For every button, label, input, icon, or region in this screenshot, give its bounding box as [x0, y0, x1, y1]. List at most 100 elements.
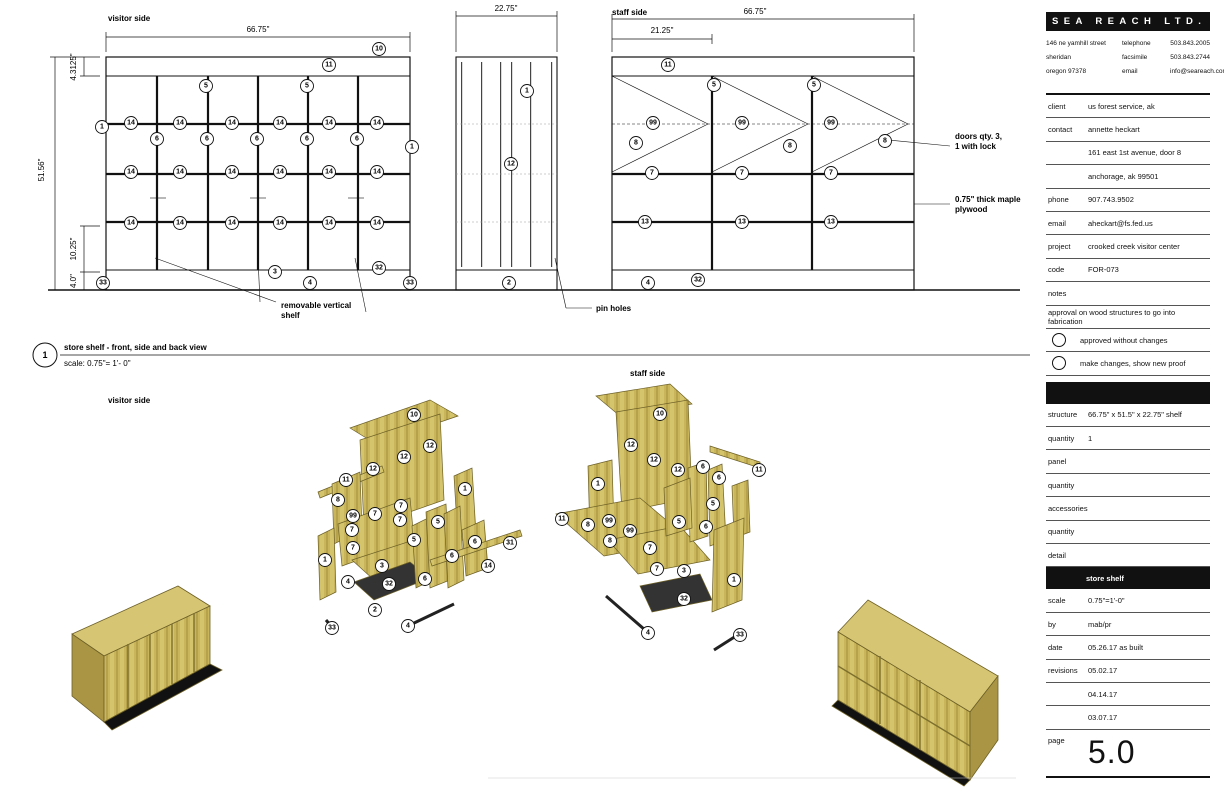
note-removable-line2: shelf	[281, 311, 300, 320]
callout-circle	[346, 509, 360, 523]
callout-number: 13	[641, 219, 649, 226]
callout-number: 32	[385, 581, 393, 588]
radio-circle-icon[interactable]	[1052, 333, 1066, 348]
callout-bubble: 14	[481, 559, 495, 573]
callout-number: 12	[674, 467, 682, 474]
callout-number: 1	[100, 124, 104, 131]
page-row: page 5.0	[1046, 730, 1210, 778]
callout-circle	[418, 572, 432, 586]
client-key: client	[1048, 101, 1066, 111]
callout-circle	[647, 453, 661, 467]
spec-key: quantity	[1048, 433, 1075, 443]
meta-key: revisions	[1048, 666, 1078, 676]
callout-circle	[322, 58, 336, 72]
callout-circle	[504, 157, 518, 171]
callout-number: 11	[664, 62, 672, 69]
address-cell: 503.843.2005	[1170, 40, 1210, 47]
callout-number: 4	[646, 630, 650, 637]
callout-bubble: 5	[707, 78, 721, 92]
callout-circle	[407, 408, 421, 422]
divider	[1046, 79, 1210, 95]
callout-number: 7	[648, 545, 652, 552]
callout-number: 13	[827, 219, 835, 226]
callout-bubble: 13	[735, 215, 749, 229]
spec-row: quantity	[1046, 521, 1210, 545]
callout-circle	[150, 132, 164, 146]
spec-key: quantity	[1048, 480, 1075, 490]
callout-circle	[696, 460, 710, 474]
callout-bubble: 6	[712, 471, 726, 485]
callout-number: 14	[325, 169, 333, 176]
dim-staff-partial: 21.25"	[651, 26, 674, 35]
callout-bubble: 6	[445, 549, 459, 563]
callout-number: 99	[649, 120, 657, 127]
callout-number: 99	[738, 120, 746, 127]
callout-circle	[375, 559, 389, 573]
callout-bubble: 2	[368, 603, 382, 617]
callout-bubble: 3	[375, 559, 389, 573]
callout-number: 1	[525, 88, 529, 95]
address-cell: facsimile	[1122, 54, 1148, 61]
black-bar	[1046, 381, 1210, 404]
callout-circle	[638, 215, 652, 229]
callout-bubble: 11	[322, 58, 336, 72]
callout-number: 3	[380, 563, 384, 570]
callout-number: 6	[704, 524, 708, 531]
callout-number: 4	[646, 280, 650, 287]
callout-bubble: 12	[366, 462, 380, 476]
callout-number: 5	[712, 82, 716, 89]
spec-value: 66.75" x 51.5" x 22.75" shelf	[1088, 410, 1182, 420]
meta-key: by	[1048, 619, 1056, 629]
callout-bubble: 14	[124, 165, 138, 179]
callout-number: 14	[228, 120, 236, 127]
callout-number: 33	[328, 625, 336, 632]
callout-circle	[672, 515, 686, 529]
callout-number: 7	[399, 503, 403, 510]
callout-bubble: 3	[268, 265, 282, 279]
callout-number: 6	[305, 136, 309, 143]
callout-bubble: 14	[273, 116, 287, 130]
address-cell: 146 ne yamhill street	[1046, 40, 1106, 47]
radio-circle-icon[interactable]	[1052, 356, 1066, 371]
callout-number: 7	[740, 170, 744, 177]
approval-option[interactable]: make changes, show new proof	[1046, 352, 1210, 376]
view-scale: scale: 0.75"= 1'- 0"	[64, 359, 131, 368]
approval-option[interactable]: approved without changes	[1046, 329, 1210, 353]
iso-visitor-label: visitor side	[108, 396, 151, 405]
client-value: 907.743.9502	[1088, 195, 1134, 205]
callout-number: 5	[412, 537, 416, 544]
callout-circle	[824, 116, 838, 130]
callout-circle	[735, 215, 749, 229]
callout-number: 6	[450, 553, 454, 560]
callout-circle	[824, 215, 838, 229]
callout-bubble: 1	[318, 553, 332, 567]
callout-bubble: 6	[468, 535, 482, 549]
callout-bubble: 6	[300, 132, 314, 146]
callout-number: 14	[176, 169, 184, 176]
callout-bubble: 4	[341, 575, 355, 589]
callout-bubble: 14	[322, 216, 336, 230]
callout-bubble: 7	[735, 166, 749, 180]
callout-bubble: 7	[643, 541, 657, 555]
callout-bubble: 5	[407, 533, 421, 547]
callout-bubble: 99	[623, 524, 637, 538]
callout-number: 32	[694, 277, 702, 284]
callout-bubble: 32	[677, 592, 691, 606]
callout-circle	[124, 165, 138, 179]
callout-number: 14	[176, 220, 184, 227]
callout-number: 6	[473, 539, 477, 546]
callout-bubble: 5	[706, 497, 720, 511]
callout-bubble: 11	[661, 58, 675, 72]
callout-number: 5	[677, 519, 681, 526]
callout-number: 6	[423, 576, 427, 583]
callout-bubble: 5	[431, 515, 445, 529]
callout-number: 12	[400, 454, 408, 461]
callout-circle	[300, 132, 314, 146]
callout-bubble: 14	[370, 216, 384, 230]
callout-circle	[225, 165, 239, 179]
callout-bubble: 33	[733, 628, 747, 642]
